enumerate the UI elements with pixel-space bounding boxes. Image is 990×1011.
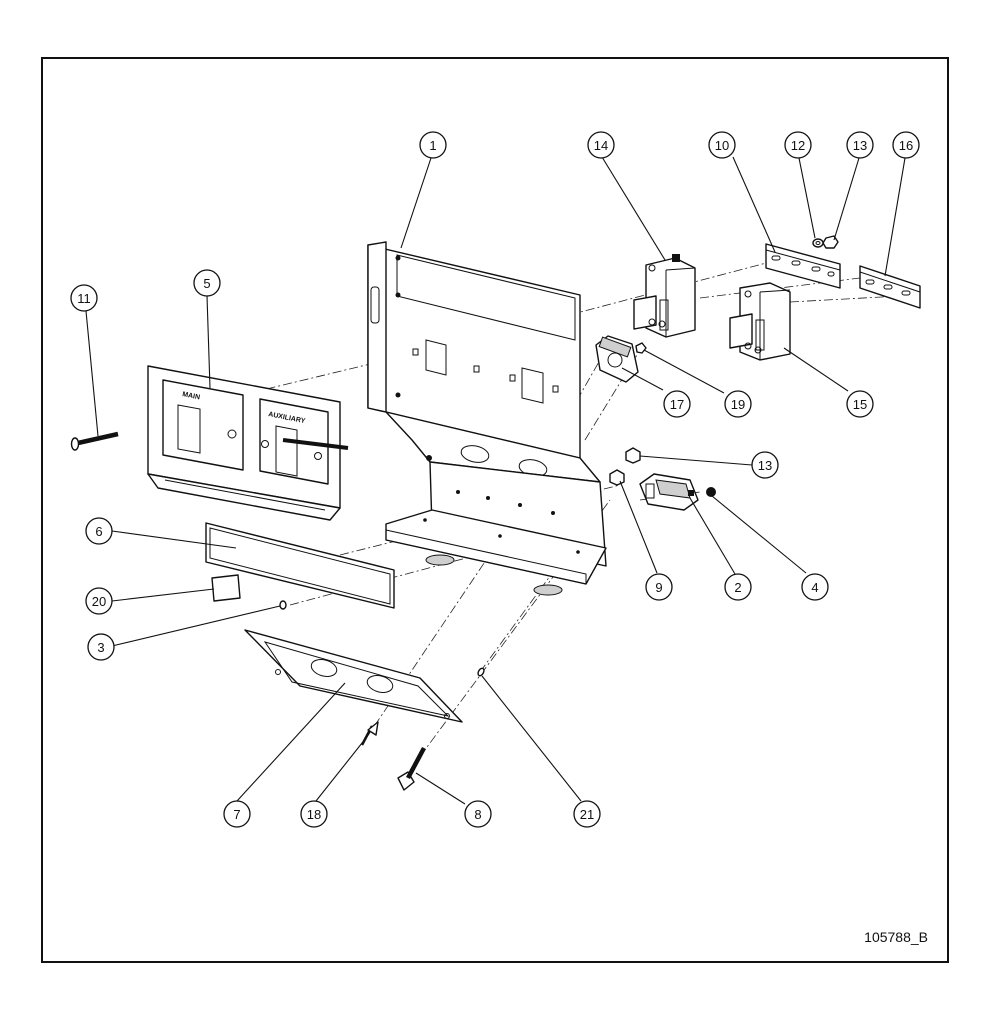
callout-number: 2 bbox=[734, 580, 741, 595]
callout-number: 6 bbox=[95, 524, 102, 539]
callout-6: 6 bbox=[85, 517, 113, 545]
callout-14: 14 bbox=[587, 131, 615, 159]
part-17-rotary-switch bbox=[595, 335, 639, 383]
part-16-din-rail bbox=[859, 265, 921, 309]
callout-number: 1 bbox=[429, 138, 436, 153]
drawing-number: 105788_B bbox=[864, 929, 928, 945]
callout-number: 8 bbox=[474, 807, 481, 822]
part-7-cover-plate bbox=[244, 629, 463, 723]
part-19-nut bbox=[635, 342, 647, 354]
callout-number: 11 bbox=[77, 291, 91, 306]
callout-number: 10 bbox=[715, 138, 729, 153]
part-9-nut bbox=[609, 469, 625, 486]
callout-number: 4 bbox=[811, 580, 818, 595]
callout-number: 16 bbox=[899, 138, 913, 153]
part-5-panel-bezel: MAIN AUXILIARY bbox=[147, 365, 349, 521]
part-14-circuit-breaker bbox=[633, 254, 696, 338]
part-2-switch-block bbox=[639, 473, 699, 511]
callout-2: 2 bbox=[724, 573, 752, 601]
callout-number: 15 bbox=[853, 397, 867, 412]
part-3-small-screw bbox=[279, 600, 287, 610]
callout-number: 20 bbox=[92, 594, 106, 609]
part-4-knob bbox=[706, 487, 716, 497]
callout-5: 5 bbox=[193, 269, 221, 297]
callout-number: 14 bbox=[594, 138, 608, 153]
callout-1: 1 bbox=[419, 131, 447, 159]
callout-20: 20 bbox=[85, 587, 113, 615]
part-13-nut-lower bbox=[625, 447, 641, 464]
callout-7: 7 bbox=[223, 800, 251, 828]
callout-10: 10 bbox=[708, 131, 736, 159]
part-20-small-label bbox=[211, 574, 241, 602]
callout-21: 21 bbox=[573, 800, 601, 828]
part-21-washer bbox=[477, 667, 485, 677]
callout-number: 13 bbox=[758, 458, 772, 473]
callout-number: 17 bbox=[670, 397, 684, 412]
callout-number: 13 bbox=[853, 138, 867, 153]
callout-4: 4 bbox=[801, 573, 829, 601]
callout-16: 16 bbox=[892, 131, 920, 159]
callout-11: 11 bbox=[70, 284, 98, 312]
callout-17: 17 bbox=[663, 390, 691, 418]
callout-number: 12 bbox=[791, 138, 805, 153]
part-10-din-rail bbox=[765, 243, 841, 289]
callout-number: 3 bbox=[97, 640, 104, 655]
callout-number: 18 bbox=[307, 807, 321, 822]
callout-19: 19 bbox=[724, 390, 752, 418]
leader-lines bbox=[85, 156, 906, 805]
callout-13-b: 13 bbox=[751, 451, 779, 479]
part-8-bolt bbox=[397, 746, 426, 791]
callout-number: 5 bbox=[203, 276, 210, 291]
callout-9: 9 bbox=[645, 573, 673, 601]
callout-15: 15 bbox=[846, 390, 874, 418]
part-12-washer bbox=[812, 238, 824, 248]
callout-8: 8 bbox=[464, 800, 492, 828]
callout-number: 7 bbox=[233, 807, 240, 822]
part-18-pin bbox=[360, 721, 379, 746]
callout-number: 9 bbox=[655, 580, 662, 595]
part-6-label-plate bbox=[205, 522, 395, 609]
callout-number: 21 bbox=[580, 807, 594, 822]
part-11-long-screw bbox=[70, 431, 119, 451]
diagram-frame bbox=[41, 57, 949, 963]
part-1-main-bracket bbox=[367, 241, 607, 596]
callout-18: 18 bbox=[300, 800, 328, 828]
part-13-nut-top bbox=[822, 235, 839, 249]
label-main: MAIN bbox=[182, 391, 201, 401]
callout-3: 3 bbox=[87, 633, 115, 661]
callout-12: 12 bbox=[784, 131, 812, 159]
callout-13: 13 bbox=[846, 131, 874, 159]
part-15-circuit-breaker bbox=[729, 282, 791, 361]
callout-number: 19 bbox=[731, 397, 745, 412]
